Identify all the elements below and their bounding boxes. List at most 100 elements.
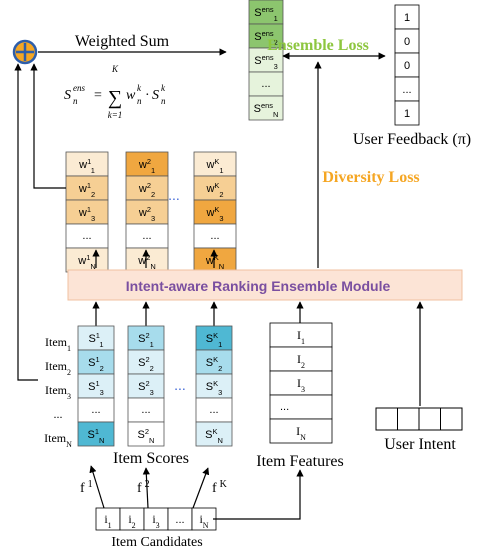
weight-cell-label: w1N xyxy=(77,253,96,271)
ensemble-cell-dots: ... xyxy=(261,78,270,90)
feature-cell xyxy=(269,346,333,372)
ensemble-cell xyxy=(248,0,284,25)
svg-text:S: S xyxy=(152,88,159,103)
svg-text:ens: ens xyxy=(73,83,85,93)
score-columns: S11S12S13...S1NS21S22S23...S2NSK1SK2SK3.… xyxy=(77,325,233,467)
weight-cell-label: w11 xyxy=(78,157,95,175)
weight-cell-label: w22 xyxy=(138,181,155,199)
feedback-value: 0 xyxy=(404,60,410,72)
user-feedback-label: User Feedback (π) xyxy=(353,131,471,148)
weight-cell-label: w12 xyxy=(78,181,95,199)
ensemble-loss-label: Ensemble Loss xyxy=(267,37,369,54)
weight-cell xyxy=(193,199,237,225)
feedback-value: 1 xyxy=(404,108,410,120)
weighted-sum-label: Weighted Sum xyxy=(75,33,170,50)
weight-cell xyxy=(65,247,109,273)
score-cell-label: SKN xyxy=(205,427,223,445)
score-cell-label: SK3 xyxy=(206,379,222,397)
weight-cell-label: wK1 xyxy=(205,157,223,175)
weight-cell-label: w13 xyxy=(78,205,95,223)
item-label: Item2 xyxy=(45,359,71,377)
weight-cell-label: w21 xyxy=(138,157,155,175)
weight-cell xyxy=(65,223,109,249)
ensemble-module-label: Intent-aware Ranking Ensemble Module xyxy=(126,278,391,294)
weight-cell xyxy=(65,151,109,177)
feedback-value: 1 xyxy=(404,12,410,24)
ensemble-cell xyxy=(248,47,284,73)
feature-cell-label: I2 xyxy=(297,352,305,370)
weight-cell xyxy=(193,175,237,201)
weight-cell xyxy=(65,175,109,201)
weight-cell-dots: ... xyxy=(142,230,151,242)
candidate-cell-label: i2 xyxy=(128,512,135,530)
ensemble-cell-label: Sens3 xyxy=(254,53,278,71)
weight-cell xyxy=(125,151,169,177)
weight-cell xyxy=(125,223,169,249)
item-candidates-label: Item Candidates xyxy=(111,535,202,550)
weight-cell-label: wK3 xyxy=(205,205,223,223)
score-cell xyxy=(127,373,165,399)
score-cell-dots: ... xyxy=(141,404,150,416)
score-cell xyxy=(195,325,233,351)
svg-text:n: n xyxy=(161,96,166,106)
score-cell xyxy=(77,349,115,375)
score-cell-dots: ... xyxy=(91,404,100,416)
score-cell-label: S12 xyxy=(88,355,104,373)
item-label-dots: ... xyxy=(54,407,63,421)
score-cell-label: S22 xyxy=(138,355,154,373)
svg-text:w: w xyxy=(126,88,136,103)
user-feedback-column: 100...1 User Feedback (π) xyxy=(353,4,471,148)
svg-text:k: k xyxy=(137,83,142,93)
ensemble-module-box xyxy=(67,269,463,301)
score-cell xyxy=(127,349,165,375)
svg-text:k=1: k=1 xyxy=(108,110,123,120)
ensemble-cell-label: SensN xyxy=(254,101,279,119)
weight-cell-label: w2N xyxy=(137,253,156,271)
score-cell xyxy=(195,373,233,399)
feedback-cell xyxy=(394,100,420,126)
ensemble-cell xyxy=(248,71,284,97)
score-cell-label: S21 xyxy=(138,331,154,349)
user-intent-label: User Intent xyxy=(384,436,456,453)
weight-cell-label: w23 xyxy=(138,205,155,223)
score-cell-label: S2N xyxy=(138,427,155,445)
svg-text:n: n xyxy=(137,96,142,106)
item-label: Item1 xyxy=(45,335,71,353)
candidate-cell-label: iN xyxy=(199,512,208,530)
score-cell xyxy=(77,421,115,447)
weight-cell-dots: ... xyxy=(82,230,91,242)
svg-text:K: K xyxy=(111,64,119,74)
score-cell-label: S11 xyxy=(88,331,103,349)
feature-cell xyxy=(269,370,333,396)
score-cell-label: S23 xyxy=(138,379,154,397)
feature-cell-label: I3 xyxy=(297,376,305,394)
item-to-plus-arrow xyxy=(14,63,38,381)
score-cell-label: S1N xyxy=(88,427,105,445)
score-cell-label: SK1 xyxy=(206,331,222,349)
feature-cell-label: IN xyxy=(296,424,306,442)
score-cell xyxy=(195,421,233,447)
score-cell xyxy=(77,373,115,399)
svg-text:·: · xyxy=(145,88,150,103)
item-label: ItemN xyxy=(44,431,72,449)
item-features-label: Item Features xyxy=(256,453,344,470)
feature-cell xyxy=(269,322,333,348)
weight-cell-label: wK2 xyxy=(205,181,223,199)
feedback-value: ... xyxy=(402,84,411,96)
score-cell-label: S13 xyxy=(88,379,104,397)
weight-columns: w11w12w13...w1Nw21w22w23...w2NwK1wK2wK3.… xyxy=(65,151,237,273)
weight-cell xyxy=(125,175,169,201)
feedback-cell xyxy=(394,76,420,102)
aggregation-node xyxy=(12,39,38,65)
svg-text:=: = xyxy=(94,88,102,103)
ensemble-cell xyxy=(248,23,284,49)
score-cell-label: SK2 xyxy=(206,355,222,373)
score-cell xyxy=(195,397,233,423)
